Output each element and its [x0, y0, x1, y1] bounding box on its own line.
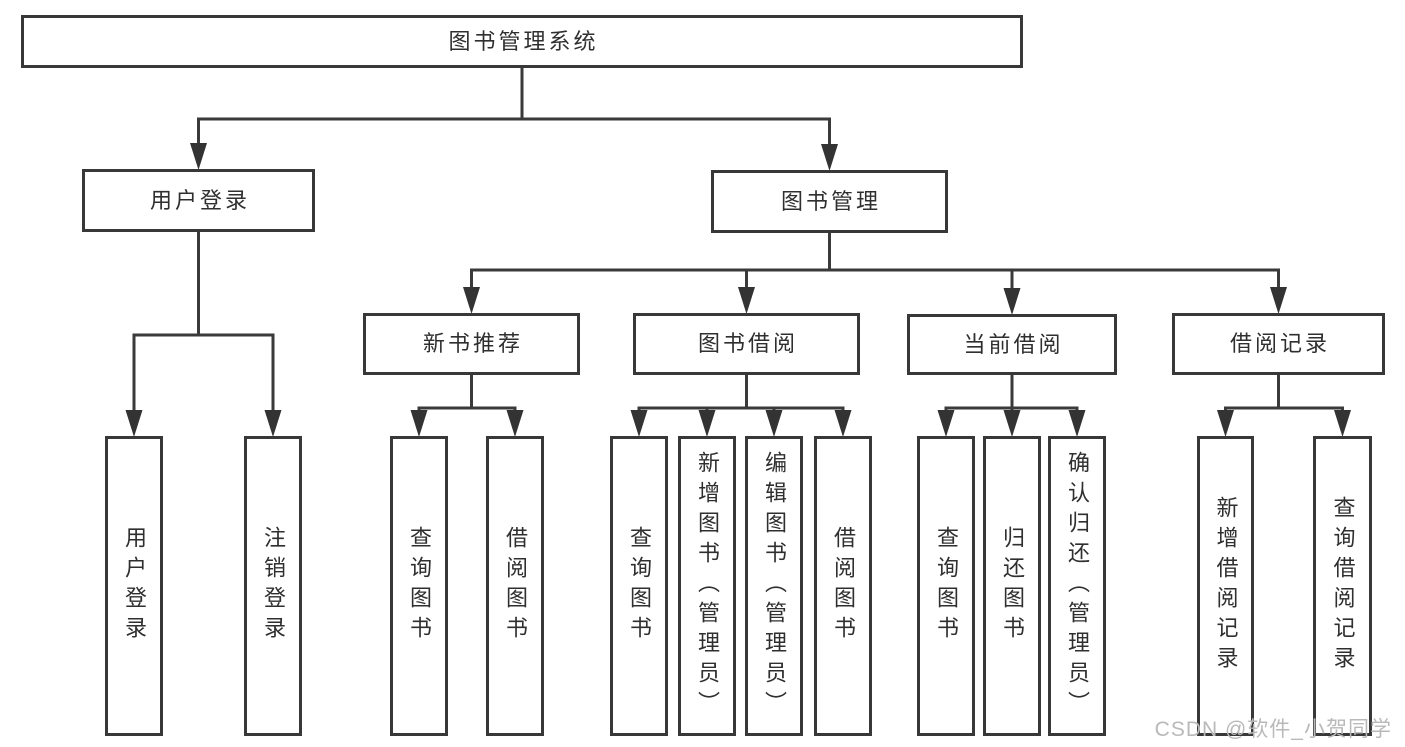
arrowhead-icon [698, 410, 716, 437]
node-leaf-add-book: 新增图书（管理员） [678, 436, 736, 736]
arrowhead-icon [410, 410, 428, 437]
node-label: 新增图书（管理员） [695, 451, 720, 721]
node-borrow-records: 借阅记录 [1172, 313, 1385, 375]
arrowhead-icon [937, 410, 955, 437]
node-label: 借阅图书 [831, 526, 856, 646]
watermark: CSDN @软件_小贺同学 [1154, 718, 1392, 741]
node-label: 确认归还（管理员） [1065, 451, 1090, 721]
node-leaf-borrow-book-2: 借阅图书 [814, 436, 872, 736]
node-current-borrow: 当前借阅 [907, 314, 1117, 375]
node-label: 新书推荐 [422, 331, 523, 356]
arrowhead-icon [264, 410, 282, 437]
node-label: 注销登录 [261, 526, 286, 646]
node-label: 借阅记录 [1229, 331, 1330, 356]
arrowhead-icon [738, 287, 755, 314]
node-leaf-query-book-1: 查询图书 [390, 436, 448, 736]
node-label: 借阅图书 [503, 526, 528, 646]
node-label: 编辑图书（管理员） [762, 451, 787, 721]
node-leaf-add-borrow-record: 新增借阅记录 [1197, 436, 1254, 736]
node-leaf-logout: 注销登录 [244, 436, 302, 736]
node-root: 图书管理系统 [21, 15, 1023, 68]
node-user-login: 用户登录 [82, 169, 315, 232]
node-label: 图书管理系统 [448, 28, 599, 54]
node-leaf-user-login: 用户登录 [105, 436, 163, 736]
arrowhead-icon [1003, 410, 1021, 437]
node-label: 新增借阅记录 [1213, 496, 1239, 676]
node-leaf-return-book: 归还图书 [983, 436, 1041, 736]
arrowhead-icon [190, 143, 207, 170]
node-label: 用户登录 [149, 187, 250, 213]
node-leaf-edit-book: 编辑图书（管理员） [745, 436, 803, 736]
node-new-book-recommend: 新书推荐 [363, 313, 580, 375]
arrowhead-icon [125, 410, 143, 437]
node-label: 当前借阅 [963, 331, 1064, 357]
node-label: 查询图书 [934, 526, 959, 646]
node-label: 查询借阅记录 [1330, 496, 1356, 676]
arrowhead-icon [463, 287, 480, 314]
arrowhead-icon [1003, 288, 1021, 315]
node-book-management: 图书管理 [711, 170, 948, 233]
node-leaf-query-book-3: 查询图书 [917, 436, 975, 736]
node-leaf-query-borrow-record: 查询借阅记录 [1313, 436, 1372, 736]
node-label: 图书管理 [780, 188, 881, 214]
node-label: 查询图书 [627, 526, 652, 646]
arrowhead-icon [765, 410, 783, 437]
arrowhead-icon [834, 410, 852, 437]
arrowhead-icon [1068, 410, 1086, 437]
node-label: 用户登录 [122, 526, 147, 646]
node-label: 图书借阅 [697, 331, 798, 356]
node-label: 归还图书 [1000, 526, 1025, 646]
node-book-borrow: 图书借阅 [633, 313, 860, 375]
arrowhead-icon [1270, 287, 1287, 314]
arrowhead-icon [506, 410, 524, 437]
arrowhead-icon [630, 410, 648, 437]
node-leaf-query-book-2: 查询图书 [610, 436, 668, 736]
node-leaf-borrow-book-1: 借阅图书 [486, 436, 544, 736]
node-leaf-confirm-return: 确认归还（管理员） [1048, 436, 1106, 736]
arrowhead-icon [1217, 410, 1234, 437]
node-label: 查询图书 [407, 526, 432, 646]
arrowhead-icon [1334, 410, 1351, 437]
arrowhead-icon [821, 144, 838, 171]
